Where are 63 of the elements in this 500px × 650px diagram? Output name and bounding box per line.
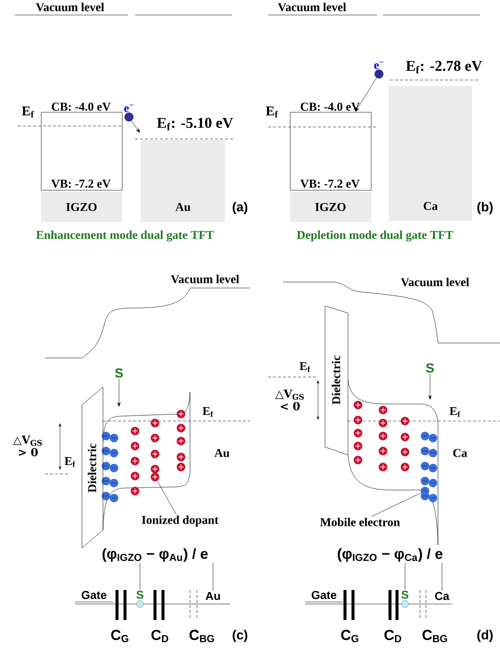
electron: e$^{−}$ [374,62,384,78]
terminal-label: Gate [82,590,106,600]
dielectric-layer: Dielectric [82,386,104,548]
energy-label: E$_{f}$: -2.78 eV [406,60,482,74]
node-label: CB: -4.0 eV [52,102,111,111]
callout-text: Mobile electron [320,518,400,526]
connector-line [212,562,214,591]
dielectric-layer: Dielectric [324,306,348,456]
terminal-label: Au [206,592,220,600]
source-label: S [426,363,434,373]
capacitance-label: C$_{D}$ [151,630,168,642]
band-box: CB: -4.0 eV VB: -7.2 eV [41,102,122,190]
level-label: Vacuum level [36,2,104,12]
metal-label: Ca [453,448,468,458]
terminal-label: Gate [312,590,336,600]
mobile-electron [420,486,430,496]
mode-title: Enhancement mode dual gate TFT [36,230,214,242]
node-label: e$^{−}$ [374,62,384,70]
callout-text: Ionized dopant [142,516,218,526]
panel-label: (c) [232,630,248,642]
capacitance-label: C$_{BG}$ [190,630,214,642]
fermi-label: E$_{f}$ [266,106,278,118]
fermi-label: E$_{f}$ [450,407,460,417]
leader-line [157,480,176,515]
source-node: S [401,590,409,608]
level-label: Vacuum level [170,274,240,284]
ionized-dopant [150,472,160,482]
arrow [355,78,377,112]
formula: (φ$_{IGZO}$ − φ$_{Ca}$) / e [338,548,442,562]
capacitance-label: C$_{BG}$ [422,630,447,642]
level-label: Vacuum level [400,278,470,286]
electron: e$^{−}$ [124,104,134,122]
node-label: e$^{−}$ [124,104,134,112]
panel-label: (d) [477,630,493,642]
leader-line [371,492,422,517]
material-block: IGZO [290,192,371,222]
fermi-label: E$_{f}$ [300,362,310,372]
material-block: Au [141,140,225,222]
connector-line [404,562,406,590]
level-label: Vacuum level [278,2,346,12]
mode-title: Depletion mode dual gate TFT [296,230,454,242]
capacitance-label: C$_{G}$ [341,630,358,642]
fermi-label: E$_{f}$ [22,106,34,118]
source-label: S [115,368,123,378]
formula: (φ$_{IGZO}$ − φ$_{Au}$) / e [102,548,208,562]
band-box: CB: -4.0 eV VB: -7.2 eV [290,102,372,190]
source-node: S [136,590,144,608]
node-label: CB: -4.0 eV [300,102,360,111]
node-label: S [136,590,144,599]
fermi-label: E$_{f}$ [202,407,214,417]
arrow [131,120,140,133]
capacitance-label: C$_{D}$ [384,630,402,642]
arrow [428,374,432,400]
terminal-label: Ca [435,592,450,600]
node-label: S [401,590,408,599]
energy-label: E$_{f}$: -5.10 eV [157,118,234,130]
metal-label: Au [214,448,230,458]
arrow [117,378,121,407]
voltage-label: △V$_{GS}$ < 0 [275,390,304,410]
capacitance-label: C$_{G}$ [111,630,128,642]
voltage-label: △V$_{GS}$ > 0 [13,436,42,456]
material-block: Ca [389,86,472,221]
material-block: IGZO [41,192,122,222]
